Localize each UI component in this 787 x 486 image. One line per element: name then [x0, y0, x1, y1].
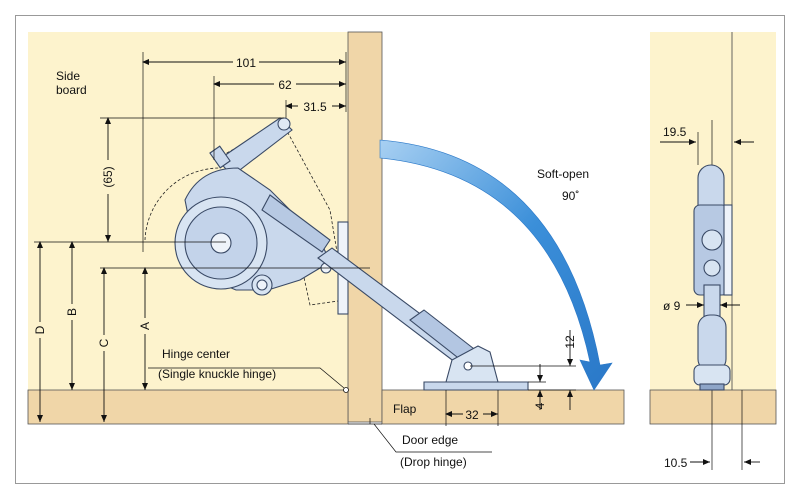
- hinge-center-point: [343, 387, 349, 393]
- dim-31-5: 31.5: [303, 100, 327, 114]
- dim-4: 4: [533, 402, 547, 409]
- dim-19-5: 19.5: [663, 125, 687, 139]
- dim-D: D: [33, 325, 47, 334]
- dim-65: (65): [101, 166, 115, 187]
- angle-label: 90˚: [562, 189, 579, 203]
- drop-hinge-label: (Drop hinge): [400, 455, 467, 469]
- dim-B: B: [65, 308, 79, 316]
- hinge-center-label: Hinge center: [162, 347, 230, 361]
- soft-open-arrow: [379, 139, 613, 391]
- upper-arm: [209, 117, 293, 177]
- dim-32: 32: [465, 408, 479, 422]
- door-edge-leader: [373, 423, 492, 453]
- flap-label: Flap: [393, 402, 417, 416]
- single-knuckle-label: (Single knuckle hinge): [158, 367, 276, 381]
- soft-open-label: Soft-open: [537, 167, 589, 181]
- hinge-center-leader: [148, 367, 345, 389]
- side-view: [649, 32, 777, 470]
- dim-62: 62: [278, 78, 292, 92]
- dim-101: 101: [236, 56, 256, 70]
- mechanism-body: [174, 167, 331, 296]
- dim-phi-9: ø 9: [663, 299, 681, 313]
- ghost-sweep-arc: [144, 167, 221, 241]
- flap-bracket: [423, 345, 529, 391]
- vertical-wood-panel: [347, 31, 383, 423]
- dim-A: A: [138, 322, 152, 330]
- side-board-label-2: board: [56, 83, 87, 97]
- side-board-label-1: Side: [56, 69, 80, 83]
- dim-12: 12: [563, 335, 577, 349]
- door-edge-label: Door edge: [402, 433, 458, 447]
- bottom-wood-panel: [27, 389, 349, 425]
- dim-10-5: 10.5: [664, 456, 688, 470]
- dim-C: C: [97, 338, 111, 347]
- flap-panel: [381, 389, 625, 425]
